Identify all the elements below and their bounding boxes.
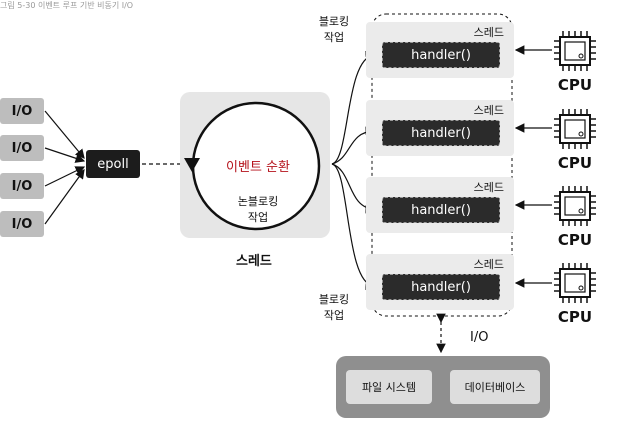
cpu-label-4: CPU [557,308,593,326]
event-loop-thread-label: 스레드 [236,254,272,269]
thread-panel-3: 스레드 handler() [366,177,514,233]
thread-panel-4: 스레드 handler() [366,254,514,310]
file-system-box: 파일 시스템 [346,370,432,404]
blocking-top-line1: 블로킹 [318,15,350,28]
figure-caption: 그림 5-30 이벤트 루프 기반 비동기 I/O [0,1,134,10]
thread-title-1: 스레드 [473,26,504,39]
handler-box-1: handler() [382,42,500,68]
io-arrow-3 [44,166,86,187]
epoll-box: epoll [86,150,140,178]
event-loop-circle [184,101,321,231]
blocking-top-line2: 작업 [323,31,345,44]
cpu-chip-icon [554,186,596,226]
io-input-3: I/O [0,173,44,199]
loop-to-thread-4 [331,163,376,291]
io-input-2: I/O [0,135,44,161]
io-input-4: I/O [0,211,44,237]
handler-box-3: handler() [382,197,500,223]
blocking-label-bottom: 블로킹 작업 [312,292,356,324]
database-box: 데이터베이스 [450,370,540,404]
cpu-label-2: CPU [557,154,593,172]
blocking-label-top: 블로킹 작업 [312,14,356,46]
io-arrow-1 [44,110,85,159]
cpu-chip-icon [554,263,596,303]
thread-title-2: 스레드 [473,104,504,117]
io-arrow-4 [44,169,85,225]
io-arrow-2 [44,147,86,163]
io-input-1: I/O [0,98,44,124]
blocking-bottom-line1: 블로킹 [318,293,350,306]
handler-box-4: handler() [382,274,500,300]
cpu-chip-icon [554,109,596,149]
event-loop-subtitle: 논블로킹 작업 [224,194,292,226]
loop-arrowhead [184,158,200,172]
cpu-label-1: CPU [557,76,593,94]
handler-box-2: handler() [382,120,500,146]
thread-title-3: 스레드 [473,181,504,194]
thread-panel-2: 스레드 handler() [366,100,514,156]
thread-panel-1: 스레드 handler() [366,22,514,78]
storage-io-label: I/O [470,330,489,345]
event-loop-subtitle-line1: 논블로킹 [237,195,279,208]
cpu-label-3: CPU [557,231,593,249]
blocking-bottom-line2: 작업 [323,309,345,322]
cpu-chip-icon [554,31,596,71]
event-loop-subtitle-line2: 작업 [247,211,269,224]
event-loop-title: 이벤트 순환 [226,160,290,175]
thread-group-border [371,13,513,317]
thread-title-4: 스레드 [473,258,504,271]
loop-to-thread-1 [331,51,376,165]
